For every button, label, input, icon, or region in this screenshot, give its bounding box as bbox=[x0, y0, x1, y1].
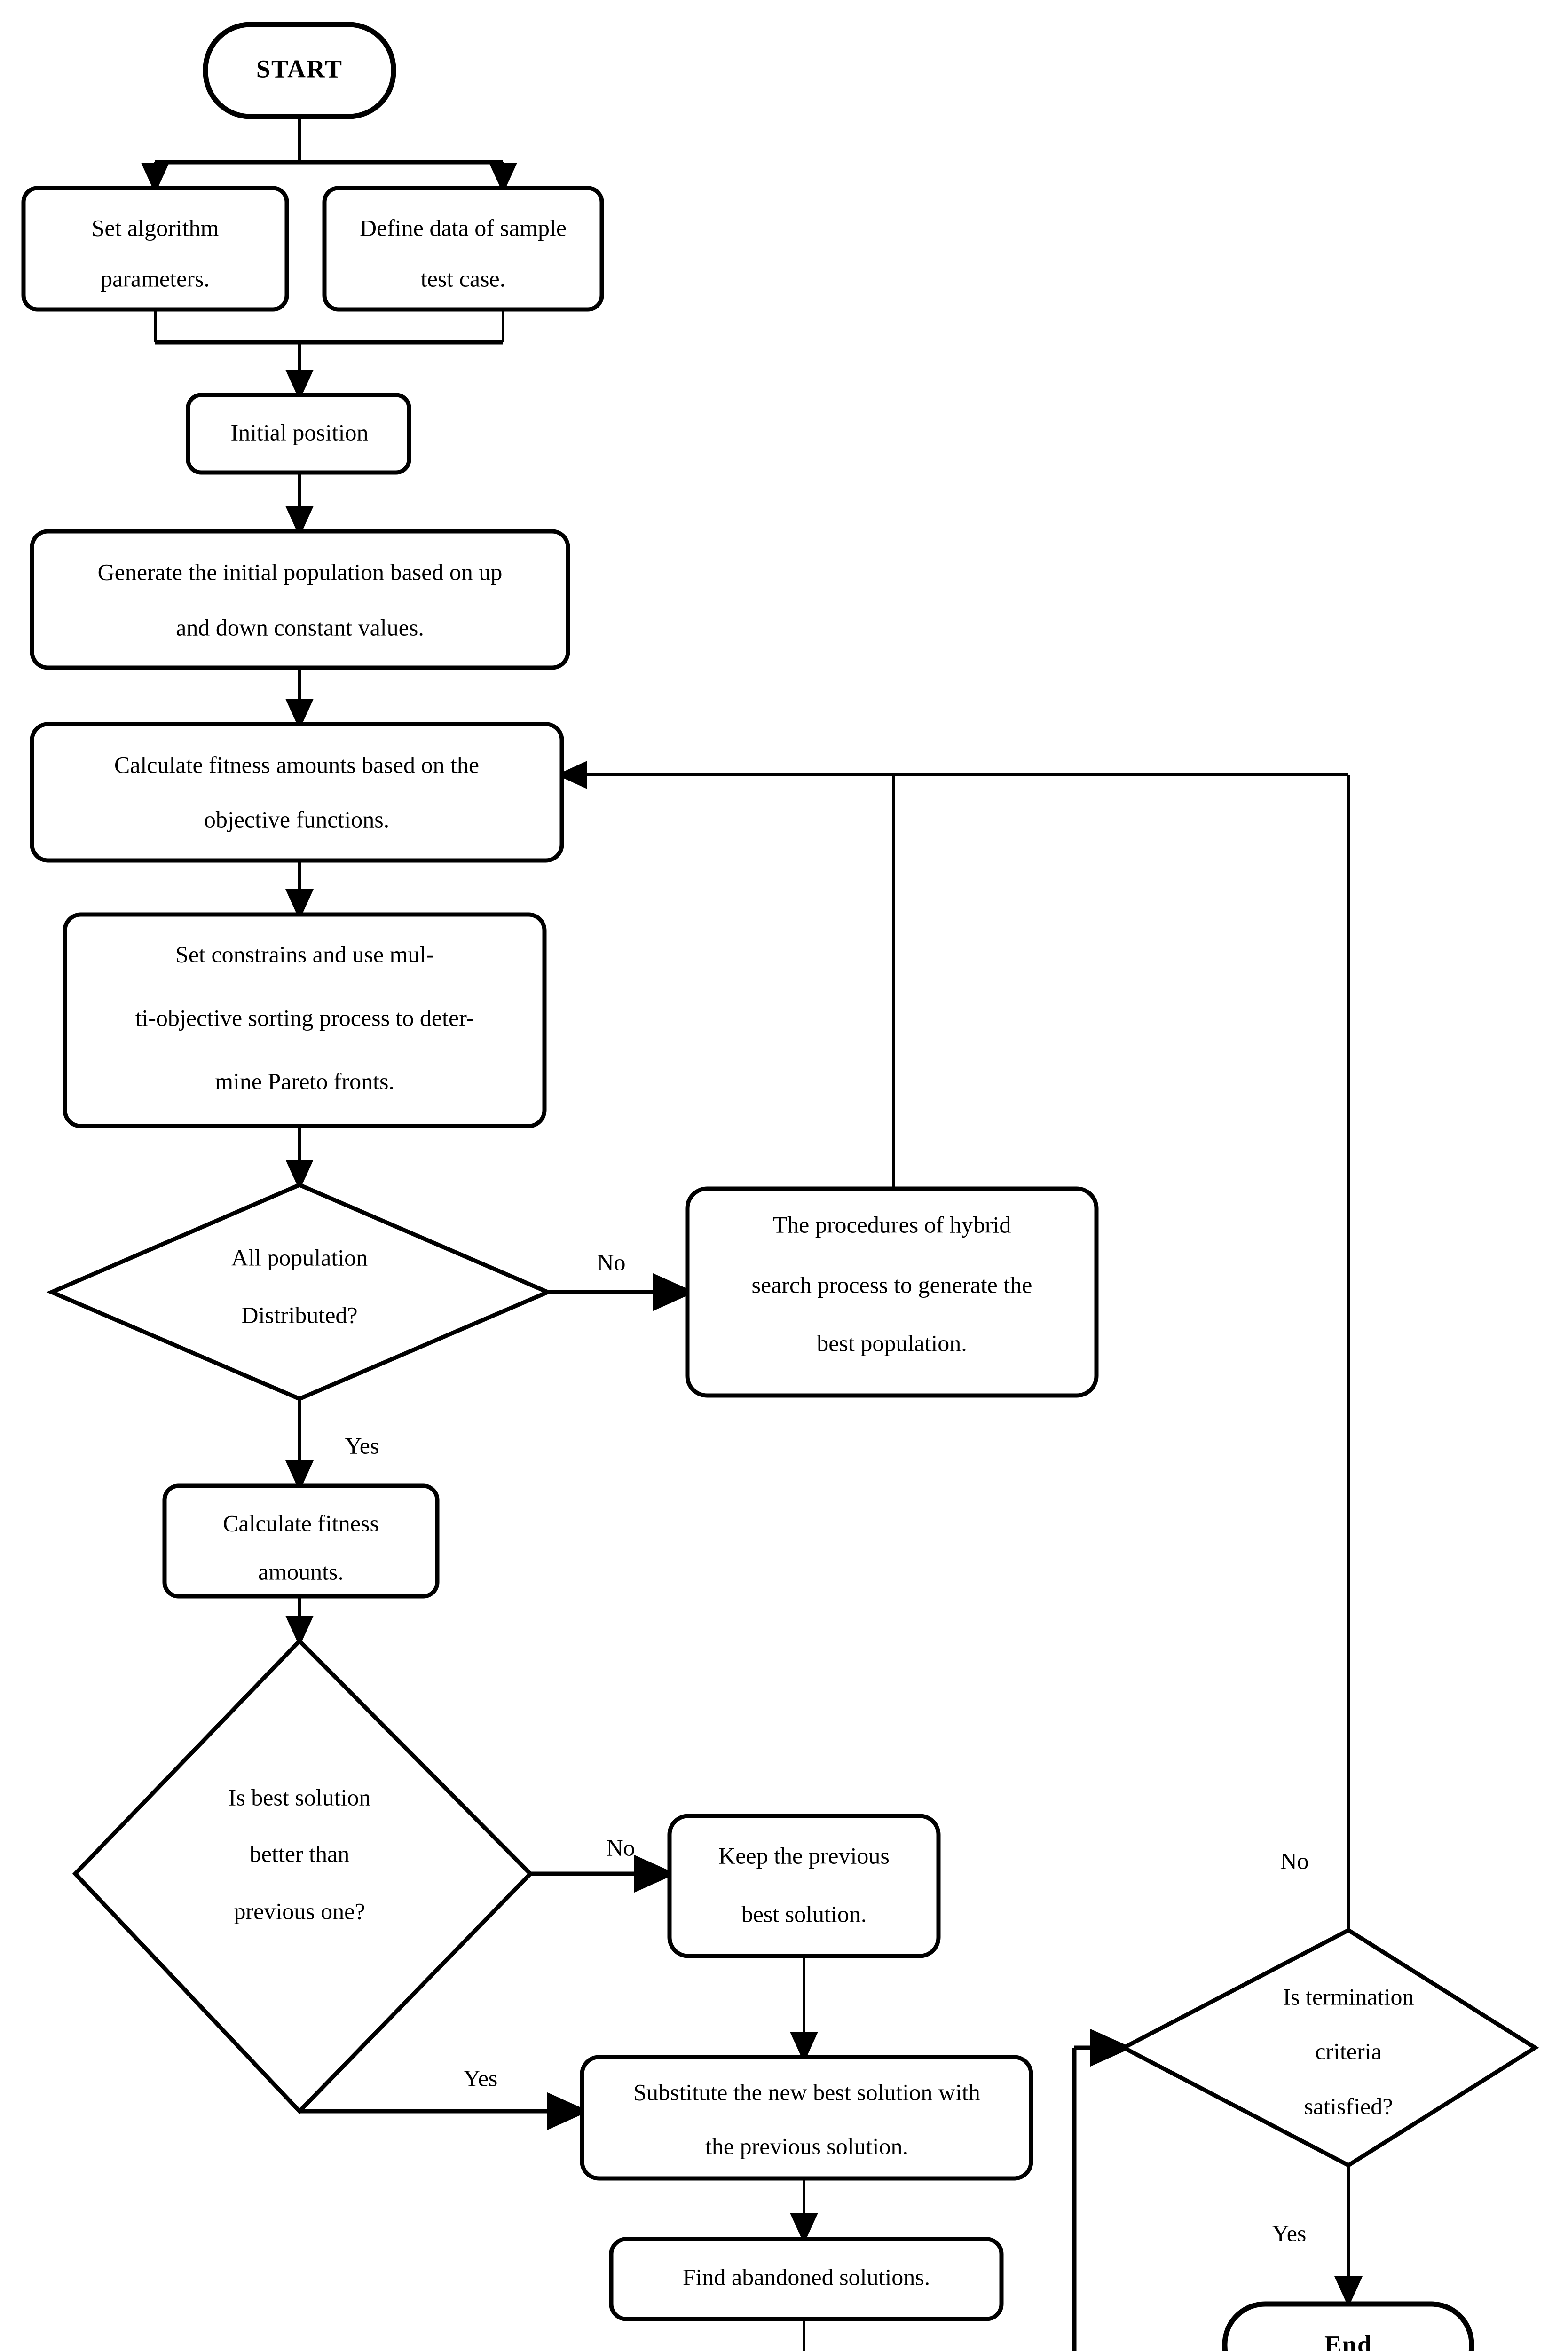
node-is-termination-line3: satisfied? bbox=[1304, 2093, 1393, 2119]
node-hybrid-search-line2: search process to generate the bbox=[752, 1271, 1032, 1298]
node-set-constrains-line3: mine Pareto fronts. bbox=[215, 1068, 394, 1094]
node-all-population-distributed[interactable]: All population Distributed? bbox=[46, 1183, 553, 1401]
node-generate-population-line1: Generate the initial population based on… bbox=[98, 559, 503, 585]
node-set-constrains-line2: ti-objective sorting process to deter- bbox=[135, 1004, 474, 1031]
node-initial-position-label: Initial position bbox=[230, 419, 368, 445]
edge-label-is-best-no: No bbox=[606, 1834, 635, 1861]
node-generate-population-line2: and down constant values. bbox=[176, 614, 424, 640]
node-start-label: START bbox=[256, 55, 343, 83]
node-hybrid-search-line1: The procedures of hybrid bbox=[773, 1211, 1011, 1238]
node-is-termination-line2: criteria bbox=[1315, 2038, 1382, 2064]
node-calculate-fitness-amounts-line1: Calculate fitness bbox=[223, 1510, 379, 1536]
node-set-params-line1: Set algorithm bbox=[92, 214, 219, 241]
node-end[interactable]: End bbox=[1222, 2301, 1474, 2351]
node-substitute-solution-line1: Substitute the new best solution with bbox=[633, 2079, 980, 2105]
node-is-best-solution[interactable]: Is best solution better than previous on… bbox=[72, 1638, 534, 2114]
node-hybrid-search[interactable]: The procedures of hybrid search process … bbox=[685, 1186, 1099, 1398]
node-keep-previous-line1: Keep the previous bbox=[718, 1842, 890, 1869]
edge-label-all-population-yes: Yes bbox=[345, 1432, 379, 1459]
node-is-termination-line1: Is termination bbox=[1283, 1983, 1414, 2010]
node-hybrid-search-line3: best population. bbox=[817, 1330, 967, 1356]
node-calculate-fitness-objective[interactable]: Calculate fitness amounts based on the o… bbox=[30, 722, 564, 863]
node-calculate-fitness-amounts-line2: amounts. bbox=[258, 1558, 344, 1585]
node-substitute-solution-line2: the previous solution. bbox=[705, 2133, 908, 2159]
node-set-constrains[interactable]: Set constrains and use mul- ti-objective… bbox=[63, 912, 547, 1128]
node-all-population-distributed-line1: All population bbox=[231, 1244, 368, 1270]
node-set-params[interactable]: Set algorithm parameters. bbox=[21, 186, 289, 312]
node-calculate-fitness-objective-line2: objective functions. bbox=[204, 806, 389, 832]
node-keep-previous-line2: best solution. bbox=[741, 1901, 867, 1927]
node-calculate-fitness-amounts[interactable]: Calculate fitness amounts. bbox=[162, 1483, 440, 1599]
node-define-data[interactable]: Define data of sample test case. bbox=[322, 186, 604, 312]
node-define-data-line1: Define data of sample bbox=[360, 214, 567, 241]
node-substitute-solution[interactable]: Substitute the new best solution with th… bbox=[580, 2055, 1033, 2181]
edge-label-termination-no: No bbox=[1280, 1847, 1308, 1874]
node-find-abandoned[interactable]: Find abandoned solutions. bbox=[609, 2237, 1004, 2321]
node-is-termination[interactable]: Is termination criteria satisfied? bbox=[1119, 1927, 1539, 2168]
node-end-label: End bbox=[1324, 2330, 1372, 2351]
node-is-best-solution-line1: Is best solution bbox=[229, 1784, 371, 1810]
edge-label-is-best-yes: Yes bbox=[464, 2065, 498, 2091]
edge-label-all-population-no: No bbox=[597, 1249, 625, 1275]
node-find-abandoned-label: Find abandoned solutions. bbox=[683, 2264, 930, 2290]
node-set-params-line2: parameters. bbox=[101, 265, 210, 292]
edge-label-termination-yes: Yes bbox=[1272, 2220, 1307, 2246]
node-set-constrains-line1: Set constrains and use mul- bbox=[175, 941, 434, 967]
node-generate-population[interactable]: Generate the initial population based on… bbox=[30, 529, 570, 670]
node-is-best-solution-line2: better than bbox=[250, 1840, 349, 1867]
node-initial-position[interactable]: Initial position bbox=[186, 393, 411, 475]
node-is-best-solution-line3: previous one? bbox=[234, 1898, 365, 1924]
node-all-population-distributed-line2: Distributed? bbox=[241, 1302, 357, 1328]
node-calculate-fitness-objective-line1: Calculate fitness amounts based on the bbox=[114, 751, 479, 778]
node-keep-previous[interactable]: Keep the previous best solution. bbox=[667, 1814, 941, 1958]
node-define-data-line2: test case. bbox=[421, 265, 505, 292]
node-start[interactable]: START bbox=[203, 22, 396, 119]
